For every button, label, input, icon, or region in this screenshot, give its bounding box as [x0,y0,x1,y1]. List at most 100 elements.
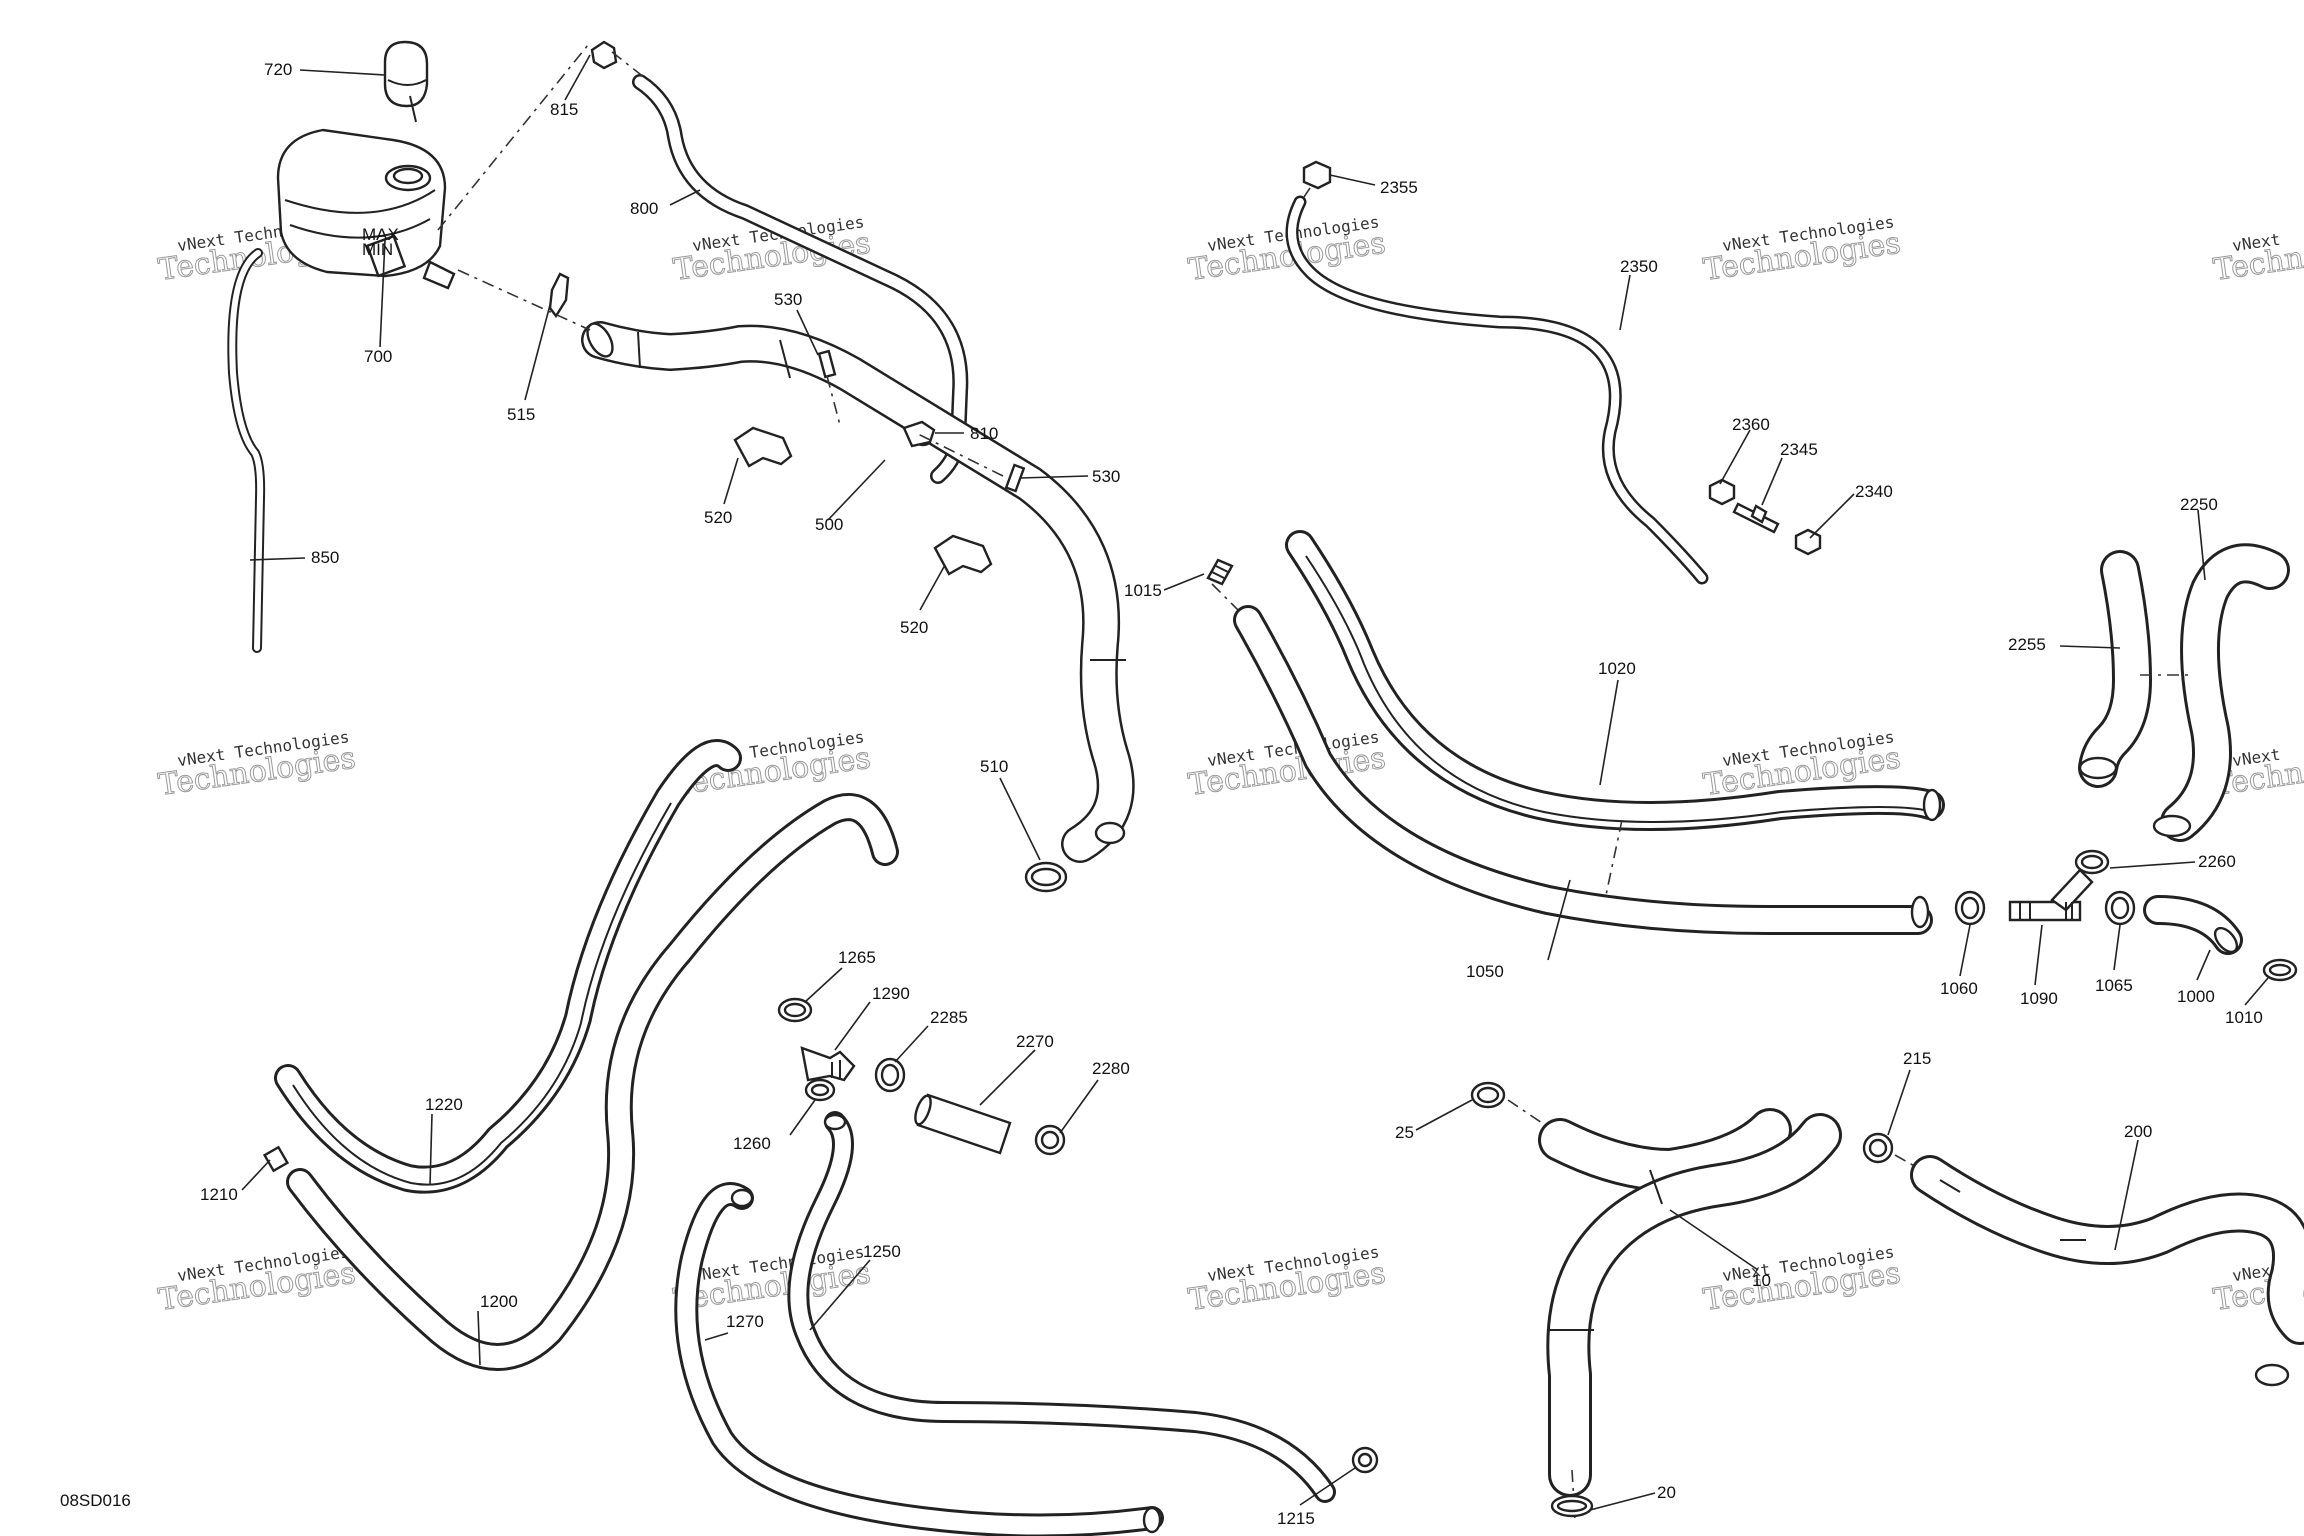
callout-1210: 1210 [200,1185,238,1204]
clamp-810 [902,420,936,448]
clamp-20 [1550,1494,1594,1518]
callout-25: 25 [1395,1123,1414,1142]
clamp-2280 [1034,1124,1066,1156]
nut-2360 [1708,478,1736,506]
svg-text:MAX: MAX [362,225,399,244]
callout-1000: 1000 [2177,987,2215,1006]
connector-line [437,44,589,231]
clamp-1260 [804,1078,836,1102]
hose-200 [1910,1155,2304,1345]
cap-2340 [1794,528,1822,556]
callout-2340: 2340 [1855,482,1893,501]
hose-1000 [2143,895,2243,955]
connector-line [457,269,591,331]
clamp-1060 [1954,890,1986,926]
callout-1215: 1215 [1277,1509,1315,1528]
callout-1020: 1020 [1598,659,1636,678]
watermark: Technologies vNext Technologies [1186,1242,1388,1318]
clamp-1065 [2104,890,2136,926]
callout-10: 10 [1752,1271,1771,1290]
clamp-1265 [777,997,813,1023]
fitting-2345 [1732,502,1780,534]
bleed-hose [1285,195,1709,585]
connector-line [826,375,841,426]
callout-labels: 720 815 800 700 515 530 810 530 520 500 … [200,60,2263,1528]
callout-520: 520 [704,508,732,527]
callout-530: 530 [774,290,802,309]
callout-2280: 2280 [1092,1059,1130,1078]
callout-2285: 2285 [930,1008,968,1027]
leader-lines [241,54,2269,1511]
callout-1015: 1015 [1124,581,1162,600]
callout-810: 810 [970,424,998,443]
callout-1090: 1090 [2020,989,2058,1008]
plug-1015 [1206,558,1234,586]
reservoir-cap [383,40,429,123]
callout-515: 515 [507,405,535,424]
bracket-520b [933,534,993,576]
hose-1270 [674,1182,1164,1536]
callout-200: 200 [2124,1122,2152,1141]
callout-2260: 2260 [2198,852,2236,871]
connector-line [1571,1469,1576,1521]
plug-1210 [262,1145,290,1173]
callout-530: 530 [1092,467,1120,486]
callout-815: 815 [550,100,578,119]
callout-2250: 2250 [2180,495,2218,514]
main-coolant-hose [581,321,1135,863]
callout-800: 800 [630,199,658,218]
callout-2355: 2355 [1380,178,1418,197]
connector-line [1605,819,1623,896]
bolt-530a [817,349,837,379]
clamp-2285 [874,1057,906,1093]
callout-1065: 1065 [2095,976,2133,995]
callout-1265: 1265 [838,948,876,967]
watermark: Technologies vNext Technologies [1701,1242,1903,1318]
connector-line [1211,583,1241,613]
bracket-520a [733,426,793,468]
connector-line [1507,1099,1546,1126]
bolt-530b [1004,463,1026,493]
clamp-25 [1470,1081,1506,1109]
hose-2255 [2078,550,2152,788]
elbow-fitting-1290 [800,1046,856,1082]
watermark: Technologies vNext Technologies [156,727,358,803]
callout-850: 850 [311,548,339,567]
callout-510: 510 [980,757,1008,776]
overflow-hose [227,248,266,653]
coolant-reservoir: MAX MIN [276,128,456,290]
clamp-2355 [1302,160,1332,190]
watermark: Technologies vNext [2211,225,2304,288]
callout-20: 20 [1657,1483,1676,1502]
hose-2250 [2152,543,2290,842]
callout-2360: 2360 [1732,415,1770,434]
callout-2350: 2350 [1620,257,1658,276]
callout-2345: 2345 [1780,440,1818,459]
callout-1250: 1250 [863,1242,901,1261]
watermark: Technologies vNext Technologies [1186,212,1388,288]
callout-1060: 1060 [1940,979,1978,998]
clamp-215 [1862,1132,1894,1164]
radiator-hose-1020 [1285,530,1945,831]
clamp-200-end [2254,1363,2290,1387]
hose-1250 [787,1111,1336,1503]
callout-1290: 1290 [872,984,910,1003]
radiator-hose-1050 [1233,605,1933,936]
callout-520: 520 [900,618,928,637]
clamp-1010 [2262,958,2298,982]
diagram-code: 08SD016 [60,1491,131,1510]
hose-2270 [914,1093,1012,1155]
callout-2270: 2270 [1016,1032,1054,1051]
clamp-1215 [1351,1446,1379,1474]
connector-line [1301,187,1311,201]
callout-700: 700 [364,347,392,366]
callout-1220: 1220 [425,1095,463,1114]
clip-515 [548,272,570,319]
callout-1270: 1270 [726,1312,764,1331]
clamp-815 [590,40,618,70]
watermark: Technologies vNext Technologies [156,1242,358,1318]
y-hose-10 [1538,1108,1842,1497]
callout-500: 500 [815,515,843,534]
watermark: Technologies vNext Technologies [1701,212,1903,288]
